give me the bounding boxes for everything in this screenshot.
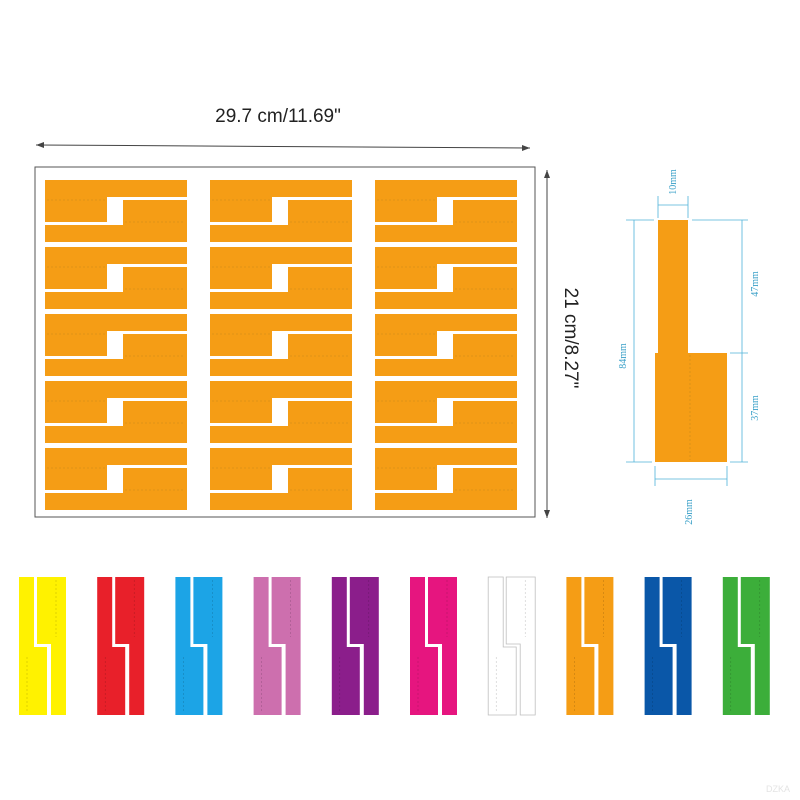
sheet-label-pair — [45, 180, 187, 242]
sheet-label — [375, 314, 517, 356]
swatch-label-left — [722, 577, 751, 715]
sheet-label — [45, 448, 187, 490]
color-swatch-row — [19, 576, 770, 716]
sheet-label — [375, 267, 517, 309]
color-swatch-green — [722, 577, 770, 715]
sheet-label — [375, 334, 517, 376]
sheet-label — [375, 381, 517, 423]
sheet-label-pair — [210, 180, 352, 242]
swatch-label-left — [19, 577, 47, 715]
color-swatch-pink — [253, 577, 301, 715]
sheet-label — [45, 468, 187, 510]
single-label-shape — [655, 220, 727, 462]
swatch-label-right — [271, 577, 301, 715]
sheet-label — [210, 247, 352, 289]
sheet-label — [210, 334, 352, 376]
sheet-label — [210, 267, 352, 309]
swatch-label-right — [37, 577, 66, 715]
swatch-label-right — [740, 577, 770, 715]
sheet-label — [45, 267, 187, 309]
sheet-label — [210, 468, 352, 510]
sheet-label — [45, 200, 187, 242]
sheet-label — [45, 334, 187, 376]
dim-upper-height-label: 47mm — [750, 271, 761, 297]
sheet-label — [210, 448, 352, 490]
sheet-label-pair — [375, 314, 517, 376]
swatch-label-right — [349, 577, 379, 715]
watermark: DZKA — [766, 784, 790, 794]
swatch-label-left — [253, 577, 282, 715]
swatch-label-right — [505, 576, 536, 716]
color-swatch-red — [97, 577, 145, 715]
sheet-label-pair — [45, 381, 187, 443]
swatch-label-right — [584, 577, 614, 715]
sheet-label-pair — [210, 247, 352, 309]
color-swatch-white — [487, 576, 536, 716]
color-swatch-sky-blue — [175, 577, 223, 715]
sheet-label — [375, 180, 517, 222]
dim-top-width-label: 10mm — [668, 169, 679, 195]
sheet-width-dimension: 29.7 cm/11.69" — [35, 106, 531, 151]
swatch-label-right — [662, 577, 692, 715]
swatch-label-left — [331, 577, 360, 715]
single-label-diagram: 10mm 84mm 47mm 37mm 26mm — [618, 169, 761, 525]
color-swatch-blue — [644, 577, 692, 715]
swatch-label-left — [410, 577, 438, 715]
dim-total-height-label: 84mm — [618, 343, 629, 369]
sheet-label — [45, 314, 187, 356]
sheet-label-pair — [210, 314, 352, 376]
swatch-label-left — [487, 576, 517, 716]
sheet-label-pair — [375, 448, 517, 510]
sheet-label-pair — [210, 381, 352, 443]
sheet-label-pair — [45, 314, 187, 376]
sheet-label-pair — [210, 448, 352, 510]
color-swatch-orange — [566, 577, 614, 715]
sheet-label — [210, 401, 352, 443]
sheet-label-pair — [45, 448, 187, 510]
sheet-label — [210, 200, 352, 242]
sheet-label-pair — [45, 247, 187, 309]
sheet-height-dimension: 21 cm/8.27" — [544, 170, 581, 518]
swatch-label-right — [115, 577, 145, 715]
swatch-label-left — [644, 577, 673, 715]
dim-bottom-width-label: 26mm — [684, 499, 695, 525]
color-swatch-magenta — [410, 577, 457, 715]
sheet-label-pair — [375, 180, 517, 242]
sheet-label — [210, 381, 352, 423]
sheet-label — [375, 468, 517, 510]
sheet-label — [375, 401, 517, 443]
swatch-label-left — [566, 577, 595, 715]
sheet-label-pair — [375, 247, 517, 309]
dim-lower-height-label: 37mm — [750, 395, 761, 421]
sheet-label — [210, 180, 352, 222]
sheet-label — [375, 200, 517, 242]
swatch-label-left — [97, 577, 126, 715]
sheet-label — [45, 381, 187, 423]
swatch-label-right — [428, 577, 457, 715]
sheet-width-label: 29.7 cm/11.69" — [215, 106, 341, 127]
sheet-height-label: 21 cm/8.27" — [560, 288, 581, 389]
sheet-label — [45, 180, 187, 222]
sheet-labels — [45, 180, 517, 510]
sheet-label — [375, 247, 517, 289]
sheet-label — [45, 247, 187, 289]
sheet-label — [375, 448, 517, 490]
sheet-label — [210, 314, 352, 356]
swatch-label-left — [175, 577, 204, 715]
color-swatch-purple — [331, 577, 379, 715]
sheet-label-pair — [375, 381, 517, 443]
color-swatch-yellow — [19, 577, 66, 715]
sheet-label — [45, 401, 187, 443]
swatch-label-right — [193, 577, 223, 715]
